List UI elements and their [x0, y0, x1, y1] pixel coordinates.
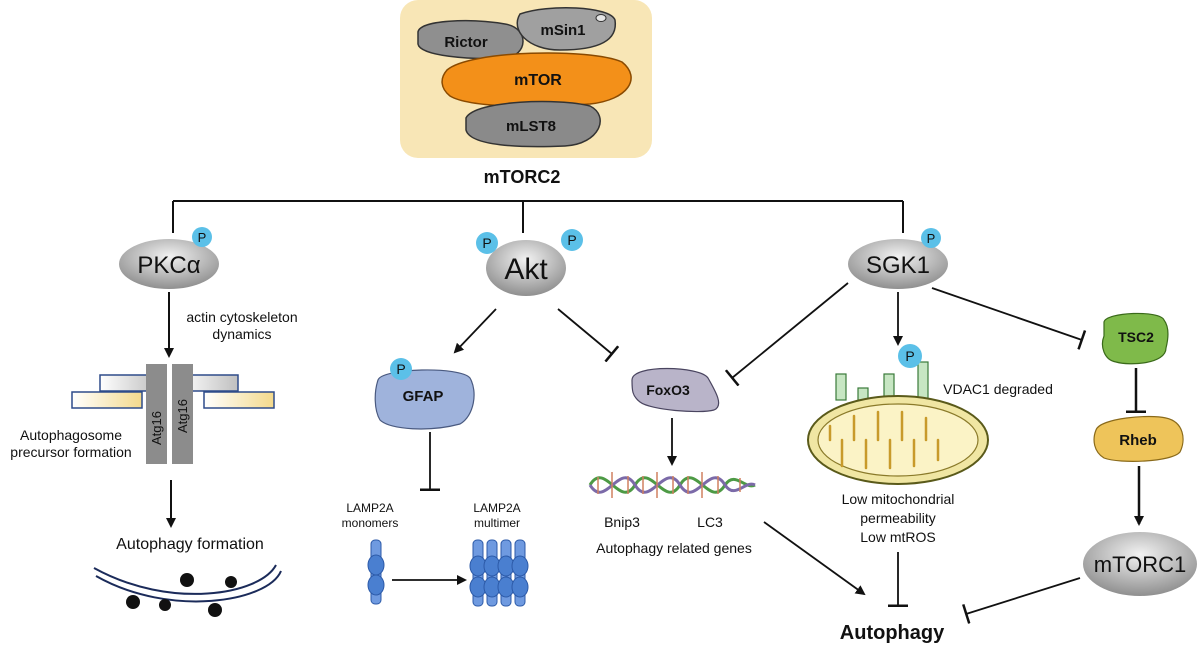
precursor-line2: precursor formation	[10, 444, 131, 460]
sgk1-inhibits-tsc2	[931, 287, 1087, 350]
pkc-alpha-label: PKCα	[137, 252, 200, 279]
gene-bnip3: Bnip3	[604, 514, 640, 530]
vdac1-label: VDAC1 degraded	[943, 381, 1053, 397]
actin-note-line2: dynamics	[212, 326, 271, 342]
akt-node: Akt P P	[476, 229, 583, 296]
mtor-label: mTOR	[514, 72, 562, 89]
mtorc2-complex: Rictor mSin1 mTOR mLST8	[400, 0, 652, 158]
phospho-icon	[898, 344, 922, 368]
foxo3-node: FoxO3	[631, 367, 720, 413]
atg16-precursor: Atg16 Atg16	[71, 364, 275, 464]
phospho-label: P	[567, 232, 576, 248]
mtorc2-connector	[172, 200, 904, 233]
gfap-label: GFAP	[403, 388, 444, 405]
sgk1-node: SGK1 P	[848, 228, 948, 289]
gene-lc3: LC3	[697, 514, 723, 530]
sgk1-label: SGK1	[866, 252, 930, 279]
phospho-label: P	[482, 235, 491, 251]
mtorc1-label: mTORC1	[1094, 552, 1187, 577]
lamp-mono-line1: LAMP2A	[346, 501, 393, 515]
lamp2a-monomer	[367, 539, 385, 605]
lamp-multi-line2: multimer	[474, 516, 520, 530]
lamp2a-multimer	[469, 539, 529, 607]
phospho-icon	[390, 358, 412, 380]
rheb-node: Rheb	[1093, 415, 1184, 462]
dna-helix	[588, 472, 756, 498]
genes-to-autophagy-arrow	[763, 521, 866, 596]
actin-note-line1: actin cytoskeleton	[186, 309, 297, 325]
phospho-icon	[561, 229, 583, 251]
sgk1-inhibits-foxo3	[724, 282, 849, 387]
genes-caption: Autophagy related genes	[596, 540, 752, 556]
rictor-subunit	[417, 20, 524, 60]
tsc2-node: TSC2	[1101, 312, 1169, 365]
akt-to-gfap-arrow	[453, 308, 497, 354]
mtor-subunit	[441, 52, 632, 108]
phospho-icon	[476, 232, 498, 254]
rheb-label: Rheb	[1119, 432, 1157, 449]
phagophore-membrane	[93, 564, 282, 617]
mito-line2: permeability	[860, 510, 935, 526]
tsc2-label: TSC2	[1118, 329, 1154, 345]
lamp-multi-line1: LAMP2A	[473, 501, 520, 515]
pkc-alpha-node: PKCα P	[119, 227, 219, 289]
gfap-node: GFAP P	[374, 358, 475, 430]
atg16-label: Atg16	[149, 411, 164, 445]
mtorc1-node: mTORC1	[1083, 532, 1197, 596]
rictor-label: Rictor	[444, 34, 488, 51]
msin1-label: mSin1	[540, 22, 585, 39]
mitochondrion	[807, 395, 989, 485]
phospho-icon	[192, 227, 212, 247]
phospho-icon	[921, 228, 941, 248]
phospho-label: P	[927, 231, 936, 246]
mlst8-subunit	[465, 100, 601, 148]
autophagy-formation-label: Autophagy formation	[116, 536, 264, 553]
atg16-label: Atg16	[175, 399, 190, 433]
akt-label: Akt	[504, 253, 548, 286]
phospho-label: P	[905, 348, 914, 364]
mtorc1-inhibits-autophagy	[962, 577, 1081, 624]
foxo3-label: FoxO3	[646, 382, 690, 398]
mtorc2-title: mTORC2	[484, 167, 561, 187]
lamp-mono-line2: monomers	[342, 516, 399, 530]
msin1-subunit	[516, 7, 616, 51]
precursor-line1: Autophagosome	[20, 427, 122, 443]
vdac1-channels	[835, 361, 929, 401]
mito-line1: Low mitochondrial	[842, 491, 955, 507]
mlst8-label: mLST8	[506, 118, 556, 135]
mito-line3: Low mtROS	[860, 529, 935, 545]
phospho-label: P	[396, 361, 405, 377]
akt-inhibits-foxo3	[557, 308, 620, 363]
phospho-label: P	[198, 230, 207, 245]
autophagy-outcome: Autophagy	[840, 622, 945, 644]
